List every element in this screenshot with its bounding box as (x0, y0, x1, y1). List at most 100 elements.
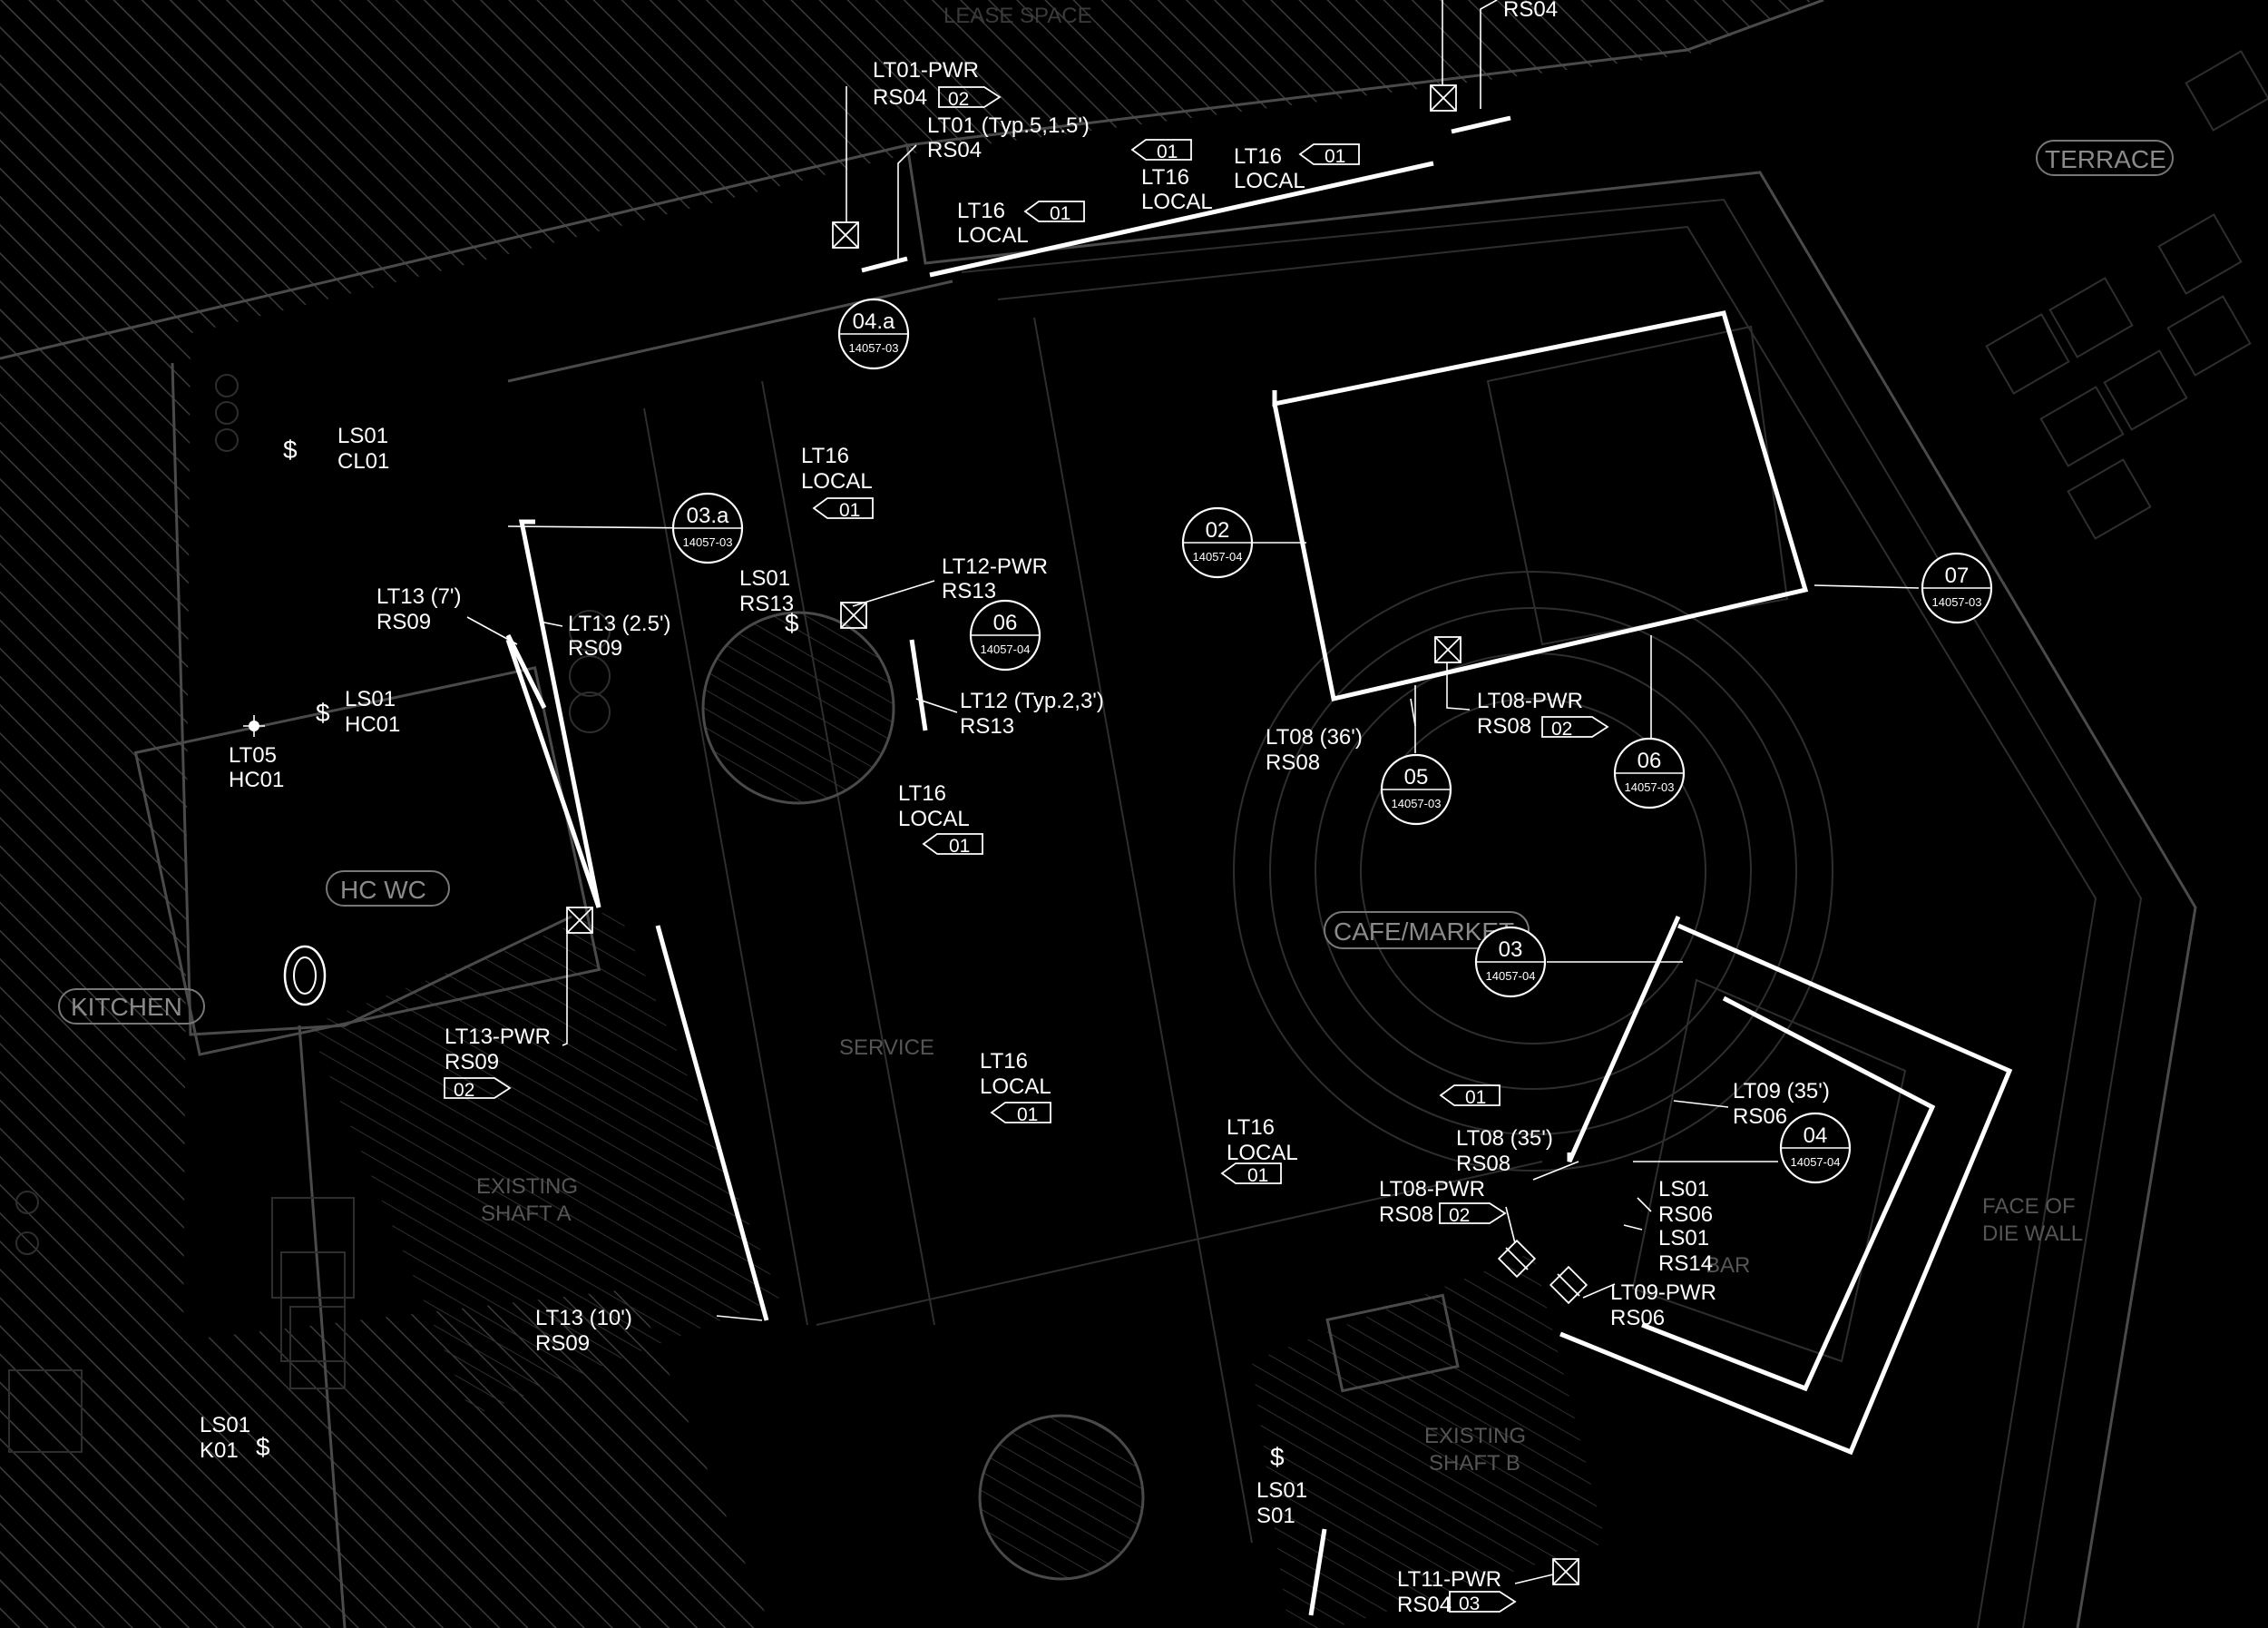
tag-lt08-pwr-b: 02 (1439, 1202, 1507, 1226)
tag-01-free: 01 (1439, 1084, 1501, 1108)
jbox-lt13 (566, 907, 593, 934)
label-lt16-e-local: LOCAL (898, 807, 970, 831)
svg-text:01: 01 (1465, 1087, 1486, 1108)
label-lt13-10-rs: RS09 (535, 1331, 590, 1356)
label-rs04-b: RS04 (1397, 1593, 1452, 1617)
label-lt01-pwr-rs: RS04 (873, 85, 927, 110)
svg-text:02: 02 (1551, 719, 1572, 740)
fixture-run-lt13-10 (655, 925, 769, 1321)
svg-text:14057-03: 14057-03 (1932, 595, 1982, 609)
svg-text:14057-04: 14057-04 (1791, 1155, 1841, 1169)
lighting-fixtures (505, 115, 2013, 1616)
tag-lt16-b: 01 (1130, 139, 1192, 162)
label-lt16-g-local: LOCAL (1227, 1141, 1298, 1165)
label-lt08-35: LT08 (35') (1456, 1126, 1553, 1151)
shaft-b-line1: EXISTING (1424, 1424, 1526, 1448)
svg-text:HC WC: HC WC (340, 876, 426, 904)
label-lt01-typ: LT01 (Typ.5,1.5') (927, 113, 1090, 138)
fixture-run-rs04 (1451, 115, 1511, 134)
jbox-lt12 (840, 602, 867, 629)
room-kitchen: KITCHEN (58, 988, 205, 1025)
label-lt01-pwr: LT01-PWR (873, 58, 979, 83)
svg-text:14057-04: 14057-04 (1193, 550, 1243, 564)
label-ls01-s01-b: S01 (1256, 1504, 1295, 1528)
svg-text:02: 02 (1206, 518, 1230, 543)
label-ls01-hc01-b: HC01 (345, 712, 400, 737)
detail-06-lower: 06 14057-03 (1613, 737, 1686, 809)
label-lt09-pwr: LT09-PWR (1610, 1280, 1716, 1305)
label-lt08-36-rs: RS08 (1266, 750, 1320, 775)
tag-lt01-pwr: 02 (938, 86, 1002, 110)
label-lt08-pwr-rs: RS08 (1477, 714, 1531, 739)
label-ls01-cl01: LS01 (337, 424, 388, 448)
label-lt12-pwr: LT12-PWR (942, 554, 1048, 579)
svg-text:01: 01 (1157, 142, 1178, 162)
label-lt13-7-rs: RS09 (376, 610, 431, 634)
svg-text:14057-03: 14057-03 (1392, 797, 1442, 810)
label-lt08-35-rs: RS08 (1456, 1152, 1510, 1176)
label-lt16-d-local: LOCAL (801, 469, 873, 494)
tag-lt08-pwr: 02 (1541, 716, 1609, 740)
jbox-rs04 (1430, 84, 1457, 112)
tag-lt16-e: 01 (922, 833, 983, 857)
room-lease-space: LEASE SPACE (943, 4, 1092, 28)
svg-text:01: 01 (949, 836, 970, 857)
junction-boxes (566, 84, 1589, 1585)
label-ls01-rs14-b: RS14 (1658, 1251, 1713, 1276)
tag-lt16-c: 01 (1298, 143, 1360, 167)
label-lt08-pwr: LT08-PWR (1477, 689, 1583, 713)
label-lt16-f-local: LOCAL (980, 1074, 1051, 1099)
svg-text:05: 05 (1404, 765, 1429, 789)
label-ls01-s01: LS01 (1256, 1478, 1307, 1503)
svg-text:01: 01 (1050, 203, 1070, 224)
svg-text:KITCHEN: KITCHEN (71, 993, 182, 1021)
label-lt16-d: LT16 (801, 444, 849, 468)
switch-symbol-cl01: $ (283, 436, 298, 464)
tag-lt16-a: 01 (1023, 201, 1085, 224)
detail-03: 03 14057-04 (1474, 926, 1547, 998)
label-lt16-g: LT16 (1227, 1115, 1275, 1140)
svg-text:01: 01 (1247, 1165, 1268, 1186)
svg-text:02: 02 (948, 89, 969, 110)
label-rs08-b: RS08 (1379, 1202, 1433, 1227)
circuit-labels: RS04 LT01-PWR RS04 02 LT01 (Typ.5,1.5') … (200, 0, 1830, 1617)
label-lt16-a: LT16 (957, 199, 1005, 223)
detail-04a: 04.a 14057-03 (837, 298, 910, 370)
label-lt09-35-rs: RS06 (1733, 1104, 1787, 1129)
room-service: SERVICE (839, 1035, 934, 1060)
tag-lt16-d: 01 (812, 497, 874, 521)
label-ls01-rs13: LS01 (739, 566, 790, 591)
detail-02: 02 14057-04 (1181, 506, 1254, 579)
fixture-run-lt12 (909, 639, 928, 731)
tag-lt16-g: 01 (1220, 1162, 1282, 1186)
label-lt13-10: LT13 (10') (535, 1306, 632, 1330)
label-lt12-typ-rs: RS13 (960, 714, 1014, 739)
svg-text:TERRACE: TERRACE (2045, 145, 2166, 173)
label-ls01-rs06: LS01 (1658, 1177, 1709, 1201)
switch-symbol-s01: $ (1270, 1443, 1285, 1471)
label-lt13-25: LT13 (2.5') (568, 612, 671, 636)
room-hc-wc: HC WC (326, 870, 450, 907)
svg-text:01: 01 (839, 500, 860, 521)
jbox-lt08-b (1497, 1239, 1537, 1279)
fixture-run-lt11 (1308, 1528, 1327, 1616)
label-lt09-pwr-rs: RS06 (1610, 1306, 1665, 1330)
svg-text:03: 03 (1459, 1594, 1480, 1614)
die-wall-line2: DIE WALL (1982, 1221, 2083, 1246)
label-lt13-pwr: LT13-PWR (445, 1025, 551, 1049)
svg-text:02: 02 (1449, 1205, 1470, 1226)
detail-05: 05 14057-03 (1380, 753, 1452, 826)
toilet-symbol (283, 945, 327, 1006)
leader-lines (466, 0, 1920, 1584)
svg-text:03: 03 (1499, 937, 1523, 962)
shaft-a-line2: SHAFT A (481, 1201, 572, 1226)
hatched-areas (0, 0, 1814, 1628)
fixture-run-lt13-b (505, 633, 547, 710)
die-wall-line1: FACE OF (1982, 1194, 2076, 1219)
label-lt12-typ: LT12 (Typ.2,3') (960, 689, 1104, 713)
svg-text:06: 06 (1637, 749, 1662, 773)
label-ls01-k01-b: K01 (200, 1438, 239, 1463)
fixture-run-upper-right (1272, 310, 1809, 702)
svg-text:14057-03: 14057-03 (849, 341, 899, 355)
